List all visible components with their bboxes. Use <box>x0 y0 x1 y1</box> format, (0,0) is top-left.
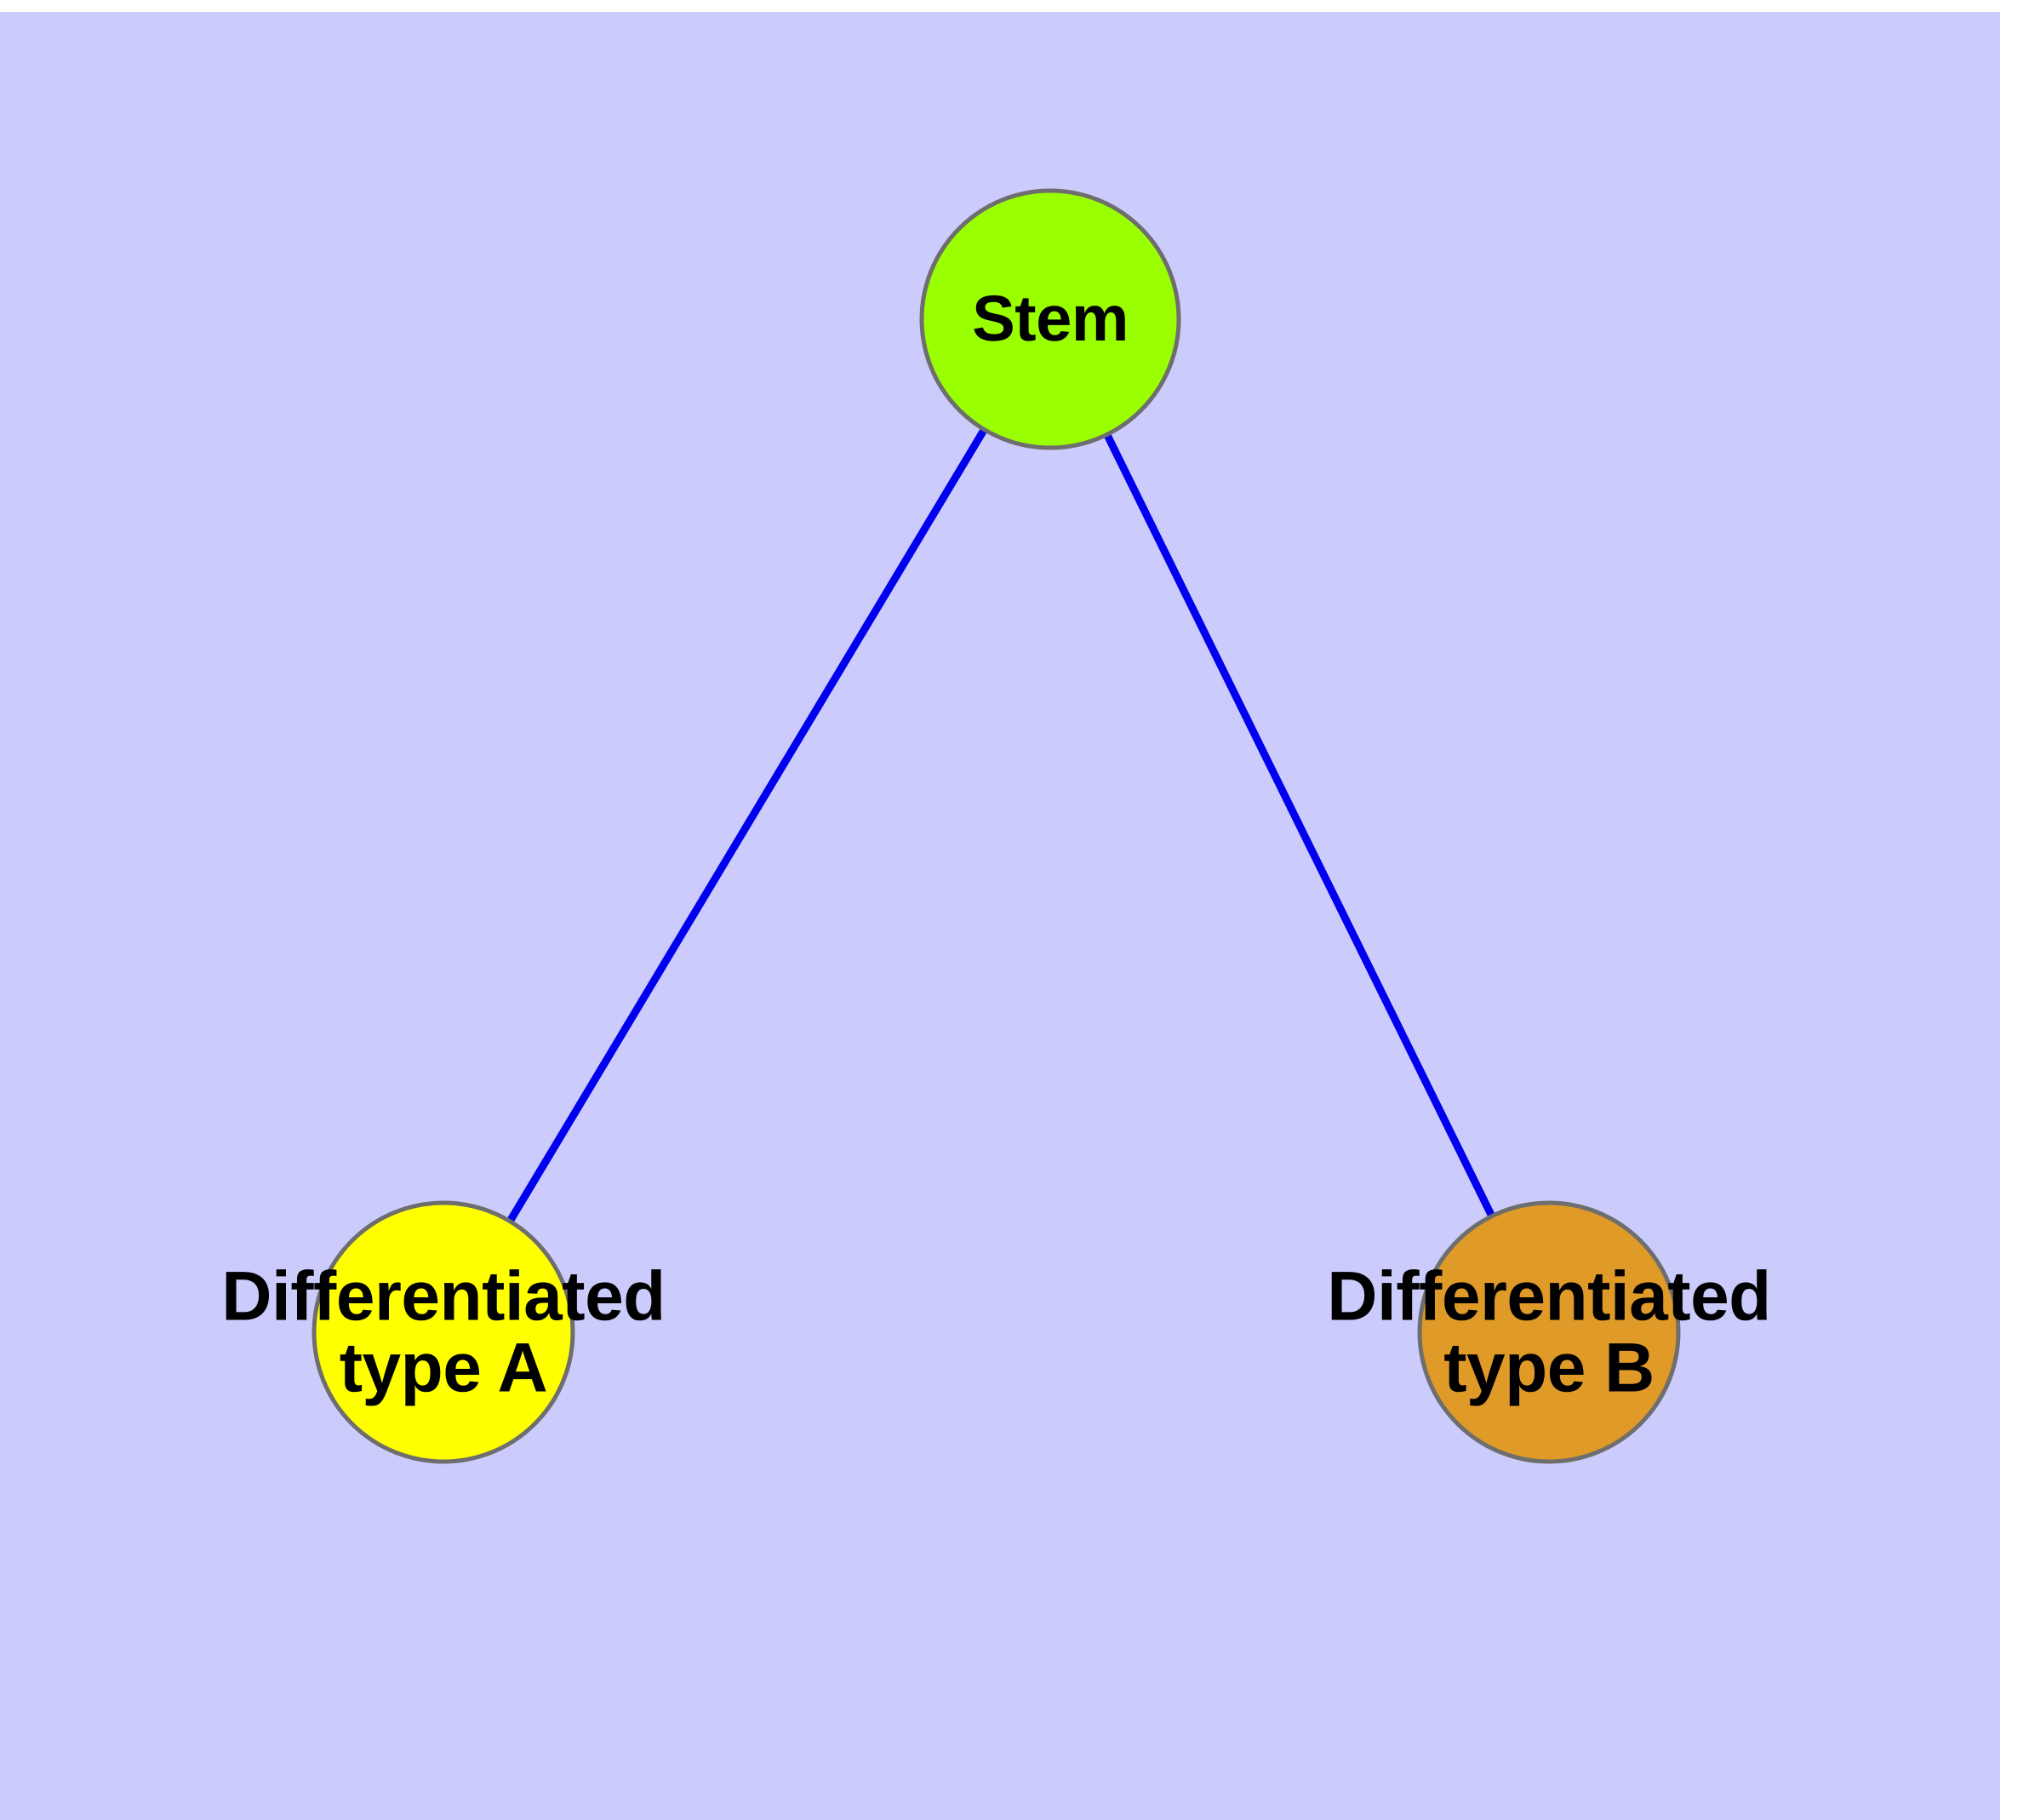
graph-node-diff_b[interactable] <box>1417 1200 1681 1464</box>
graph-edge <box>440 317 1054 1335</box>
node-link-graph <box>311 188 1681 1464</box>
graph-node-stem[interactable] <box>919 188 1181 450</box>
graph-node-diff_a[interactable] <box>311 1200 575 1464</box>
edges-layer <box>440 317 1553 1335</box>
nodes-layer <box>311 188 1681 1464</box>
graph-edge <box>1046 318 1553 1334</box>
